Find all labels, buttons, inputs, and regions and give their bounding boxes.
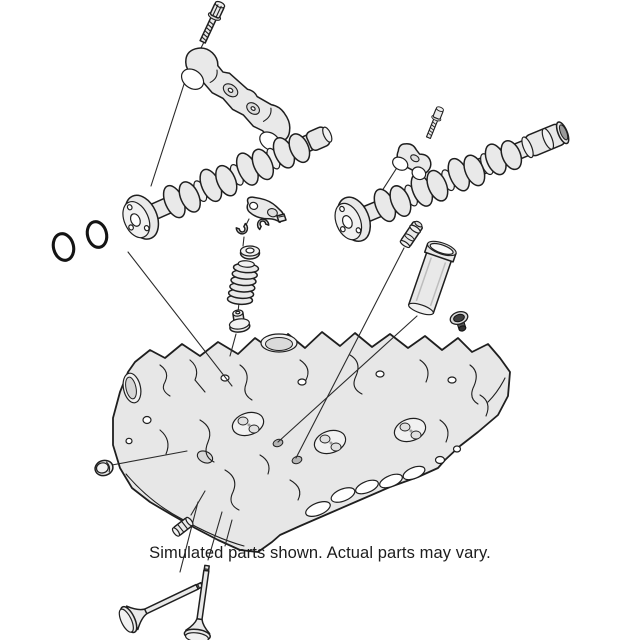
left-camshaft xyxy=(122,126,333,240)
tappet-bucket xyxy=(407,240,457,316)
sealing-cap xyxy=(449,311,469,332)
rocker-arm-pad xyxy=(276,213,287,223)
disclaimer-caption: Simulated parts shown. Actual parts may … xyxy=(149,544,491,562)
o-ring-left xyxy=(51,232,76,262)
valve-upright xyxy=(183,564,211,640)
cup-plug xyxy=(94,459,114,477)
leader-lines xyxy=(111,41,418,573)
rocker-arm xyxy=(246,196,284,224)
valve-spring-retainer xyxy=(239,245,261,260)
camshaft-bearing-cap xyxy=(392,143,432,181)
valve-angled xyxy=(118,581,204,634)
cylinder-head xyxy=(112,331,511,553)
bearing-cap-bolt xyxy=(425,106,444,139)
valve-lifter xyxy=(399,220,423,249)
o-ring-right xyxy=(85,220,109,249)
right-camshaft xyxy=(334,121,570,242)
valve-spring xyxy=(226,260,260,306)
flange-bolt xyxy=(199,0,226,44)
cylinder-head-casting-details xyxy=(122,333,506,547)
valve-keepers xyxy=(235,218,270,235)
valve-stem-seal xyxy=(228,309,251,333)
dowel-pin xyxy=(171,516,194,537)
